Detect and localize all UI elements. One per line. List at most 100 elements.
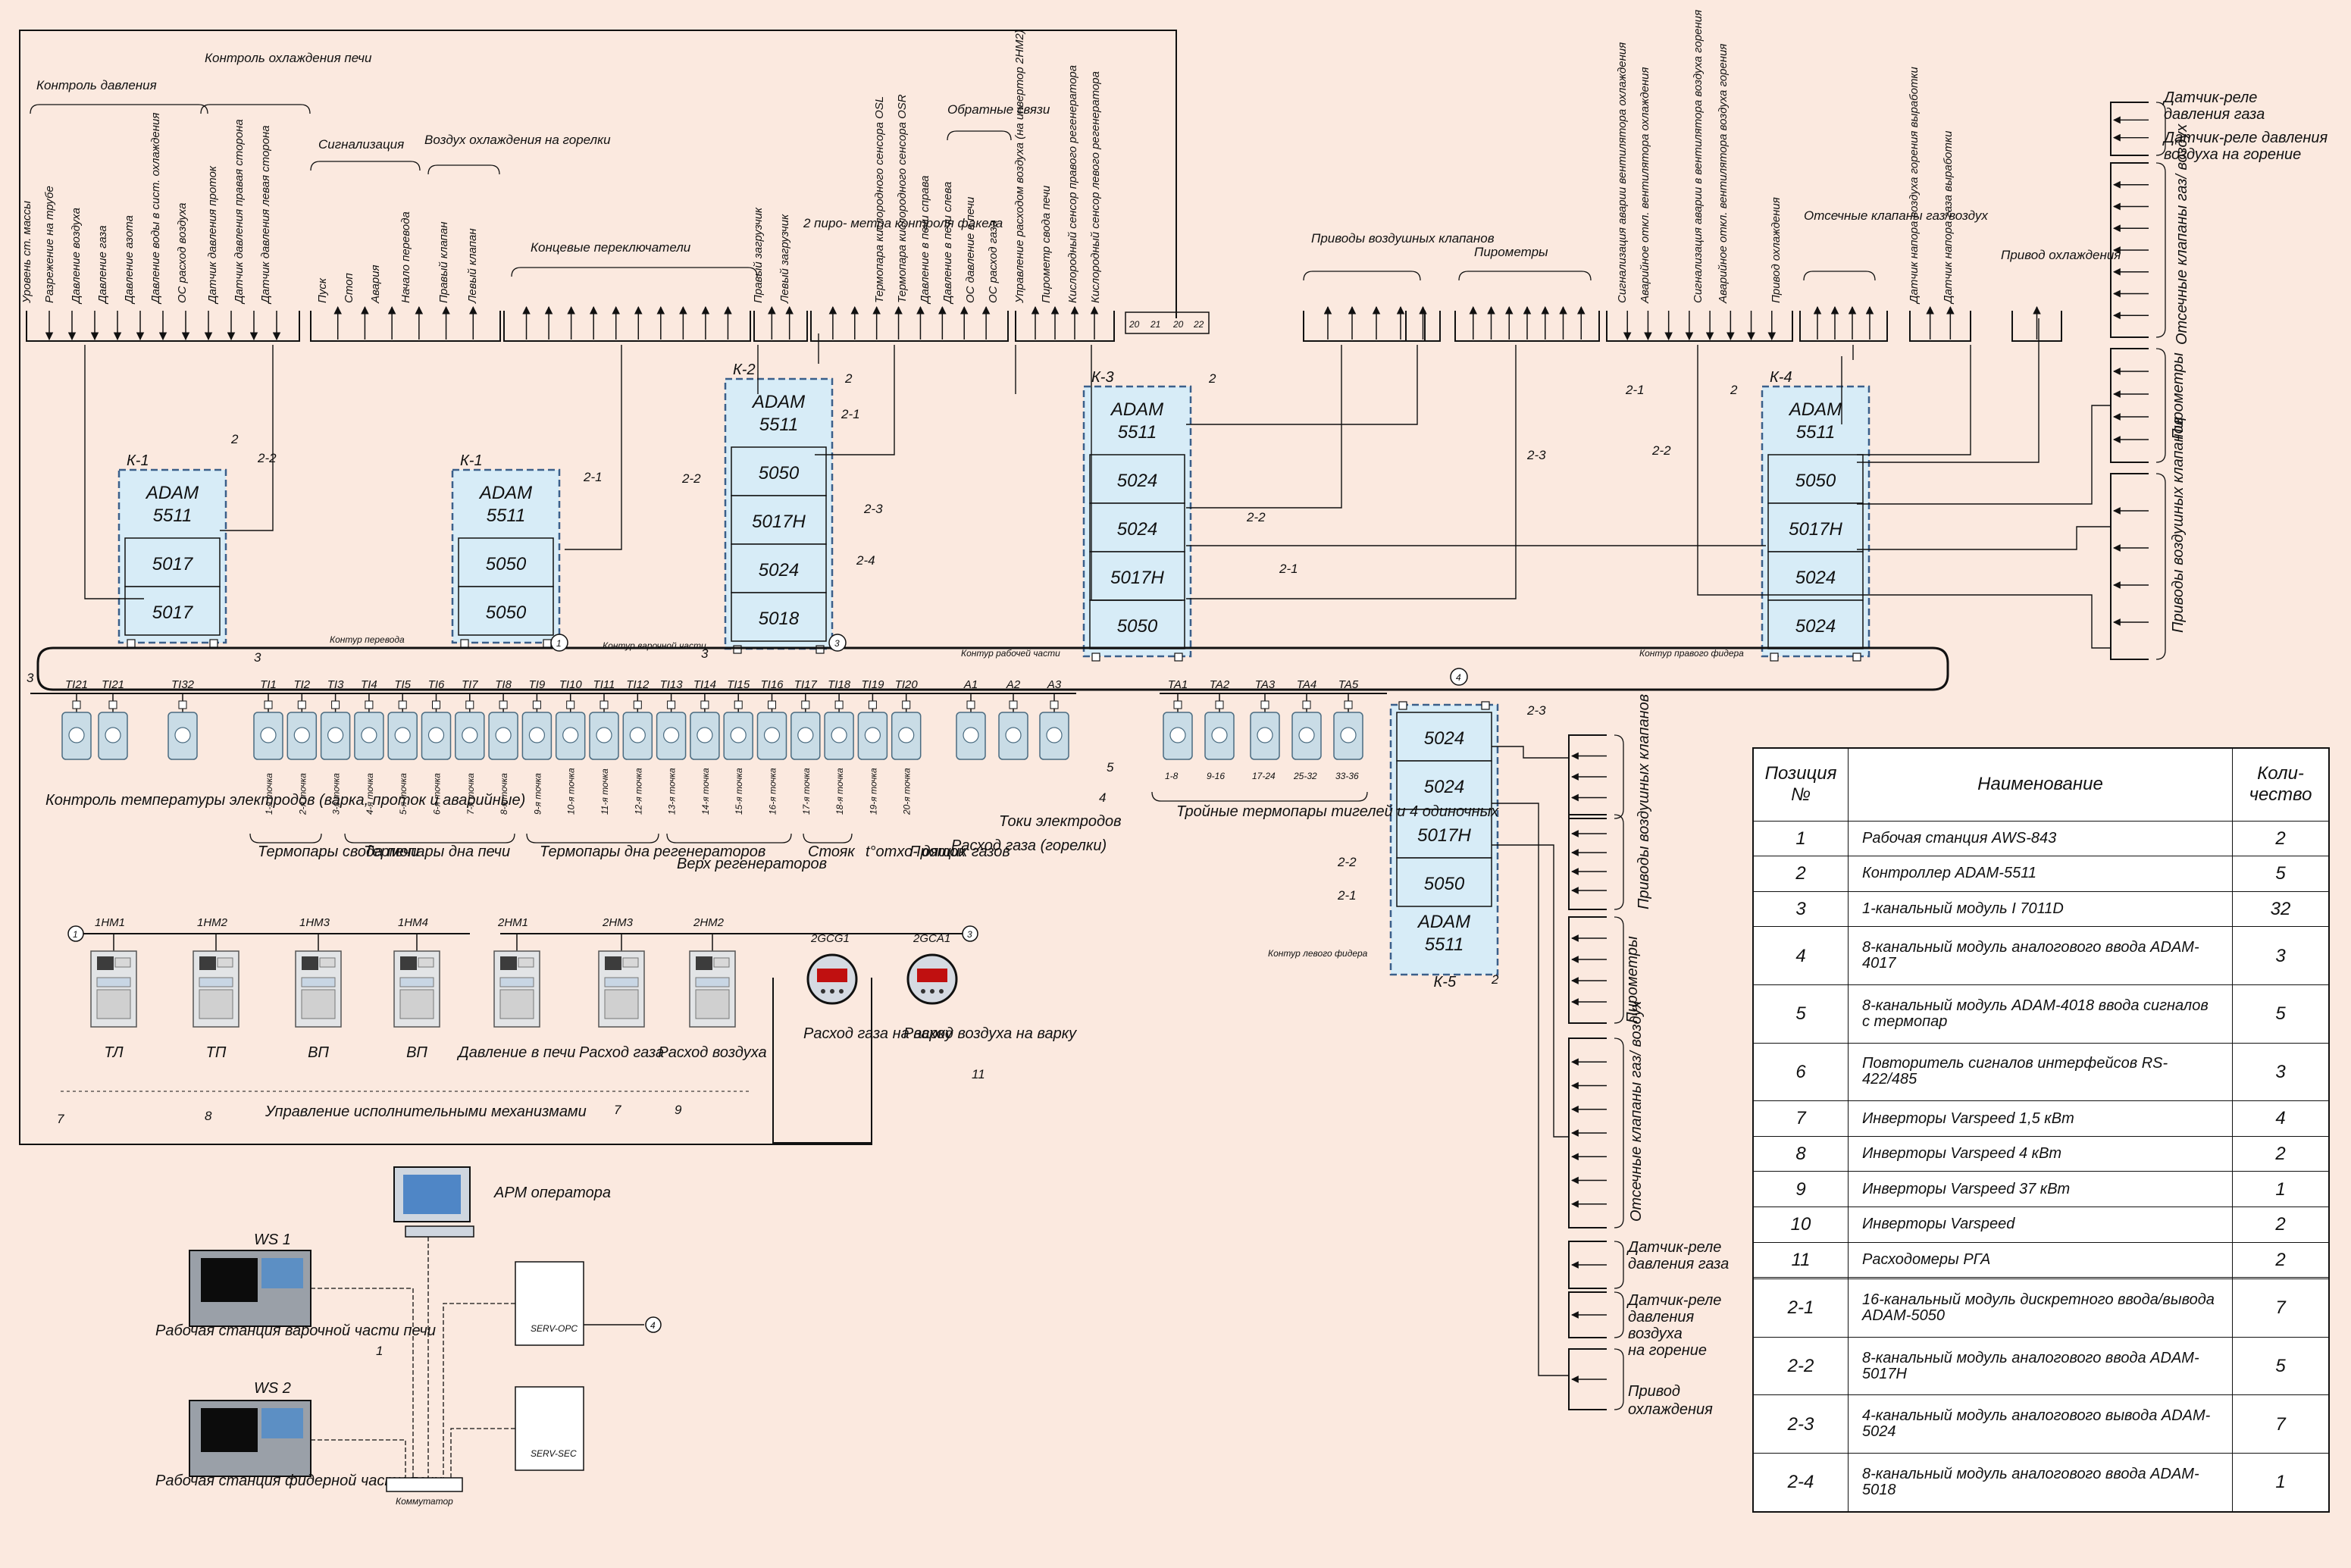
svg-text:1НМ4: 1НМ4	[398, 916, 428, 929]
table-cell-qty: 7	[2232, 1278, 2330, 1338]
svg-text:Расход газа на варку: Расход газа на варку	[803, 1025, 953, 1042]
table-cell-name: 8-канальный модуль аналогового ввода ADA…	[1848, 1336, 2233, 1396]
svg-text:16-я точка: 16-я точка	[768, 768, 778, 815]
svg-text:Датчик-реле: Датчик-реле	[1626, 1292, 1721, 1309]
svg-text:2-3: 2-3	[1526, 703, 1546, 718]
svg-text:A2: A2	[1006, 678, 1021, 691]
module-5024: 5024	[1117, 471, 1157, 491]
svg-text:Рабочая станция варочной части: Рабочая станция варочной части печи	[155, 1322, 436, 1339]
svg-text:7-я точка: 7-я точка	[465, 773, 476, 815]
module-5050: 5050	[1424, 874, 1465, 894]
svg-text:3: 3	[254, 650, 261, 665]
svg-text:1НМ2: 1НМ2	[197, 916, 228, 929]
svg-text:охлаждения: охлаждения	[1628, 1401, 1713, 1418]
controller-name: К-1	[127, 452, 149, 469]
svg-text:2-2: 2-2	[1337, 855, 1357, 869]
field-group-captions: Контроль температуры электродов (варка, …	[45, 792, 1499, 872]
svg-text:19-я точка: 19-я точка	[868, 768, 878, 815]
svg-text:2: 2	[1730, 383, 1738, 397]
svg-text:3: 3	[967, 929, 972, 940]
table-cell-name: Инверторы Varspeed	[1848, 1207, 2233, 1243]
io-module: TA2	[1204, 678, 1235, 760]
io-module: TI20	[891, 678, 922, 760]
svg-text:2НМ1: 2НМ1	[497, 916, 528, 929]
table-cell-name: Повторитель сигналов интерфейсов RS-422/…	[1848, 1042, 2233, 1102]
svg-text:2: 2	[230, 432, 239, 446]
module-5017: 5017	[152, 602, 194, 623]
table-cell-pos: 3	[1752, 890, 1849, 928]
svg-text:Пирометры: Пирометры	[2170, 352, 2187, 440]
channel-bar	[810, 305, 1009, 342]
io-module: TI19	[857, 678, 888, 760]
svg-text:2: 2	[844, 371, 853, 386]
svg-text:Стояк: Стояк	[808, 843, 856, 860]
svg-text:2НМ3: 2НМ3	[602, 916, 634, 929]
svg-text:на горение: на горение	[1628, 1342, 1707, 1359]
inverters-footer: Управление исполнительными механизмами	[265, 1103, 587, 1120]
output-stack	[1568, 734, 1624, 819]
controller-model: 5511	[1118, 422, 1157, 443]
svg-text:2-2: 2-2	[681, 471, 701, 486]
svg-text:Верх регенераторов: Верх регенераторов	[677, 856, 827, 872]
table-cell-qty: 2	[2232, 1241, 2330, 1278]
svg-text:Датчик-реле давления: Датчик-реле давления	[2162, 130, 2328, 146]
table-cell-qty: 5	[2232, 1336, 2330, 1396]
io-module: TA5	[1333, 678, 1363, 760]
svg-text:25-32: 25-32	[1293, 771, 1317, 781]
svg-text:TI15: TI15	[727, 678, 750, 691]
controller-wires	[84, 318, 2111, 649]
svg-text:SERV-OPC: SERV-OPC	[531, 1323, 578, 1334]
output-stack	[1568, 1348, 1624, 1410]
svg-text:Рабочая станция фидерной части: Рабочая станция фидерной части печи	[155, 1473, 442, 1489]
group-shutoff-valves: Отсечные клапаны газ/воздух	[1804, 208, 1988, 223]
svg-text:9-16: 9-16	[1207, 771, 1225, 781]
table-cell-pos: 1	[1752, 820, 1849, 857]
svg-text:Приводы воздушных клапанов: Приводы воздушных клапанов	[1636, 694, 1652, 909]
svg-text:TI1: TI1	[260, 678, 277, 691]
table-cell-qty: 1	[2232, 1171, 2330, 1208]
svg-text:TI8: TI8	[495, 678, 512, 691]
io-module: A2	[998, 678, 1028, 760]
controller-model: 5511	[153, 505, 193, 526]
io-module: TI18	[824, 678, 854, 760]
signal-label: Датчик давления проток	[206, 165, 219, 305]
table-cell-qty: 5	[2232, 984, 2330, 1044]
svg-text:давления газа: давления газа	[2164, 106, 2265, 123]
output-stack	[2110, 162, 2166, 338]
signal-label: ОС расход воздуха	[176, 203, 189, 303]
table-cell-pos: 4	[1752, 926, 1849, 986]
table-cell-name: Рабочая станция AWS-843	[1848, 820, 2233, 857]
svg-text:2-2: 2-2	[1651, 443, 1671, 458]
table-cell-pos: 9	[1752, 1171, 1849, 1208]
table-cell-pos: 2-2	[1752, 1336, 1849, 1396]
svg-text:TI18: TI18	[828, 678, 851, 691]
controllers: К-1ADAM551150175017К-1ADAM551150505050Ко…	[117, 361, 1870, 991]
table-cell-name: 4-канальный модуль аналогового вывода AD…	[1848, 1394, 2233, 1454]
controller-name: К-1	[460, 452, 483, 469]
module-5017H: 5017H	[1417, 825, 1471, 846]
svg-text:TA5: TA5	[1338, 678, 1359, 691]
table-cell-name: Контроллер ADAM-5511	[1848, 856, 2233, 892]
signal-label: ОС расход газа	[987, 221, 1000, 303]
io-module: TA3	[1250, 678, 1280, 760]
group-pyrometers-flame: 2 пиро- метра контроля факела	[803, 216, 1003, 230]
svg-text:ТЛ: ТЛ	[104, 1044, 124, 1061]
table-cell-qty: 3	[2232, 926, 2330, 986]
svg-text:2-2: 2-2	[257, 451, 277, 465]
svg-text:20: 20	[1129, 319, 1140, 330]
network-lines	[311, 1237, 515, 1478]
table-cell-qty: 2	[2232, 1207, 2330, 1243]
